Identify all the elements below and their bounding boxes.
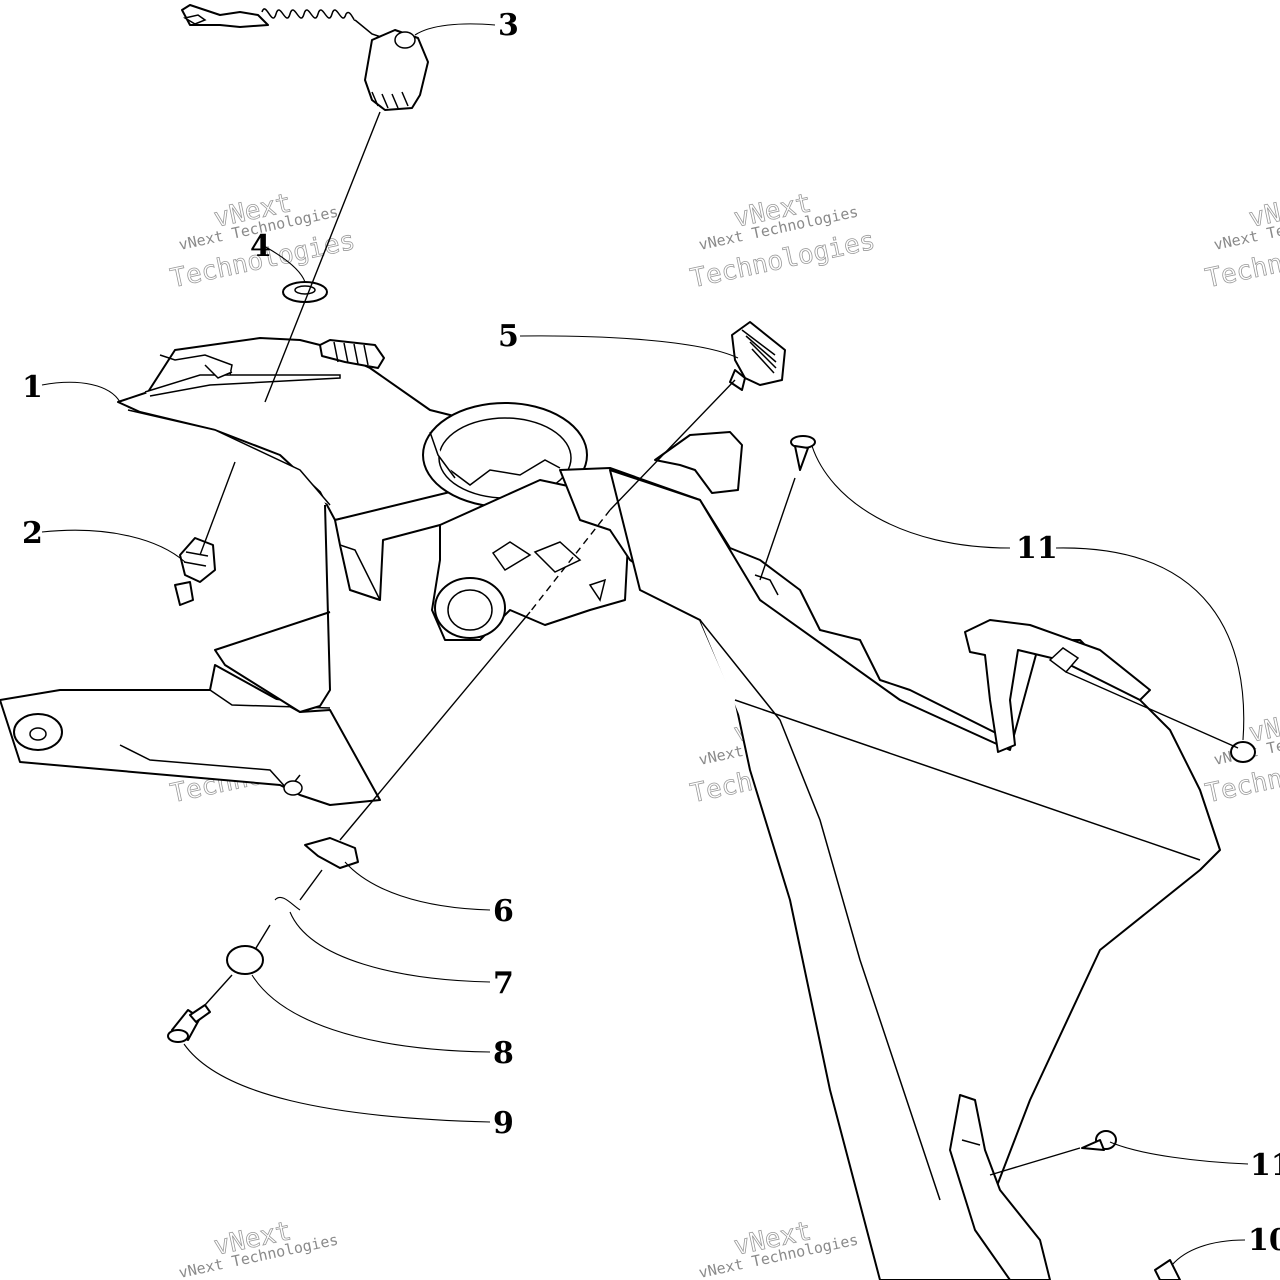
- watermark: vNext vNext Technologies Technologies: [1202, 188, 1280, 295]
- screw-bottom: [1081, 1130, 1117, 1151]
- screw-top: [790, 435, 816, 471]
- watermark: vNext vNext Technologies Technologies: [687, 188, 878, 295]
- callout-10: 10: [1248, 1223, 1280, 1258]
- lanyard-key: [181, 4, 429, 111]
- callout-7: 7: [493, 966, 514, 1001]
- switch-connector: [174, 537, 216, 606]
- callout-3: 3: [498, 8, 519, 43]
- callout-5: 5: [498, 319, 519, 354]
- callout-11-bottom: 11: [1250, 1148, 1280, 1183]
- callout-1: 1: [22, 370, 43, 405]
- callout-6: 6: [493, 894, 514, 929]
- assembly-axis-lines: [199, 111, 1239, 1176]
- spring-clip: [274, 896, 301, 911]
- console-panel: [0, 337, 1221, 1280]
- callout-labels: 1 2 3 4 5 6 7 8 9 10 11 11: [22, 8, 1280, 1258]
- callout-9: 9: [493, 1106, 514, 1141]
- bolt-edge: [1154, 1259, 1181, 1280]
- retainer-clip: [304, 837, 359, 869]
- callout-8: 8: [493, 1036, 514, 1071]
- callout-2: 2: [22, 516, 43, 551]
- callout-4: 4: [250, 229, 271, 264]
- flat-washer: [226, 945, 264, 975]
- watermark: vNext vNext Technologies: [177, 1216, 340, 1280]
- callout-11-top: 11: [1016, 531, 1058, 566]
- clip-hood: [1230, 741, 1256, 763]
- nut-washer: [282, 281, 328, 303]
- watermark: vNext vNext Technologies: [697, 1216, 860, 1280]
- knob: [729, 321, 786, 391]
- bolt: [167, 1004, 211, 1043]
- callout-leaders: [41, 23, 1249, 1266]
